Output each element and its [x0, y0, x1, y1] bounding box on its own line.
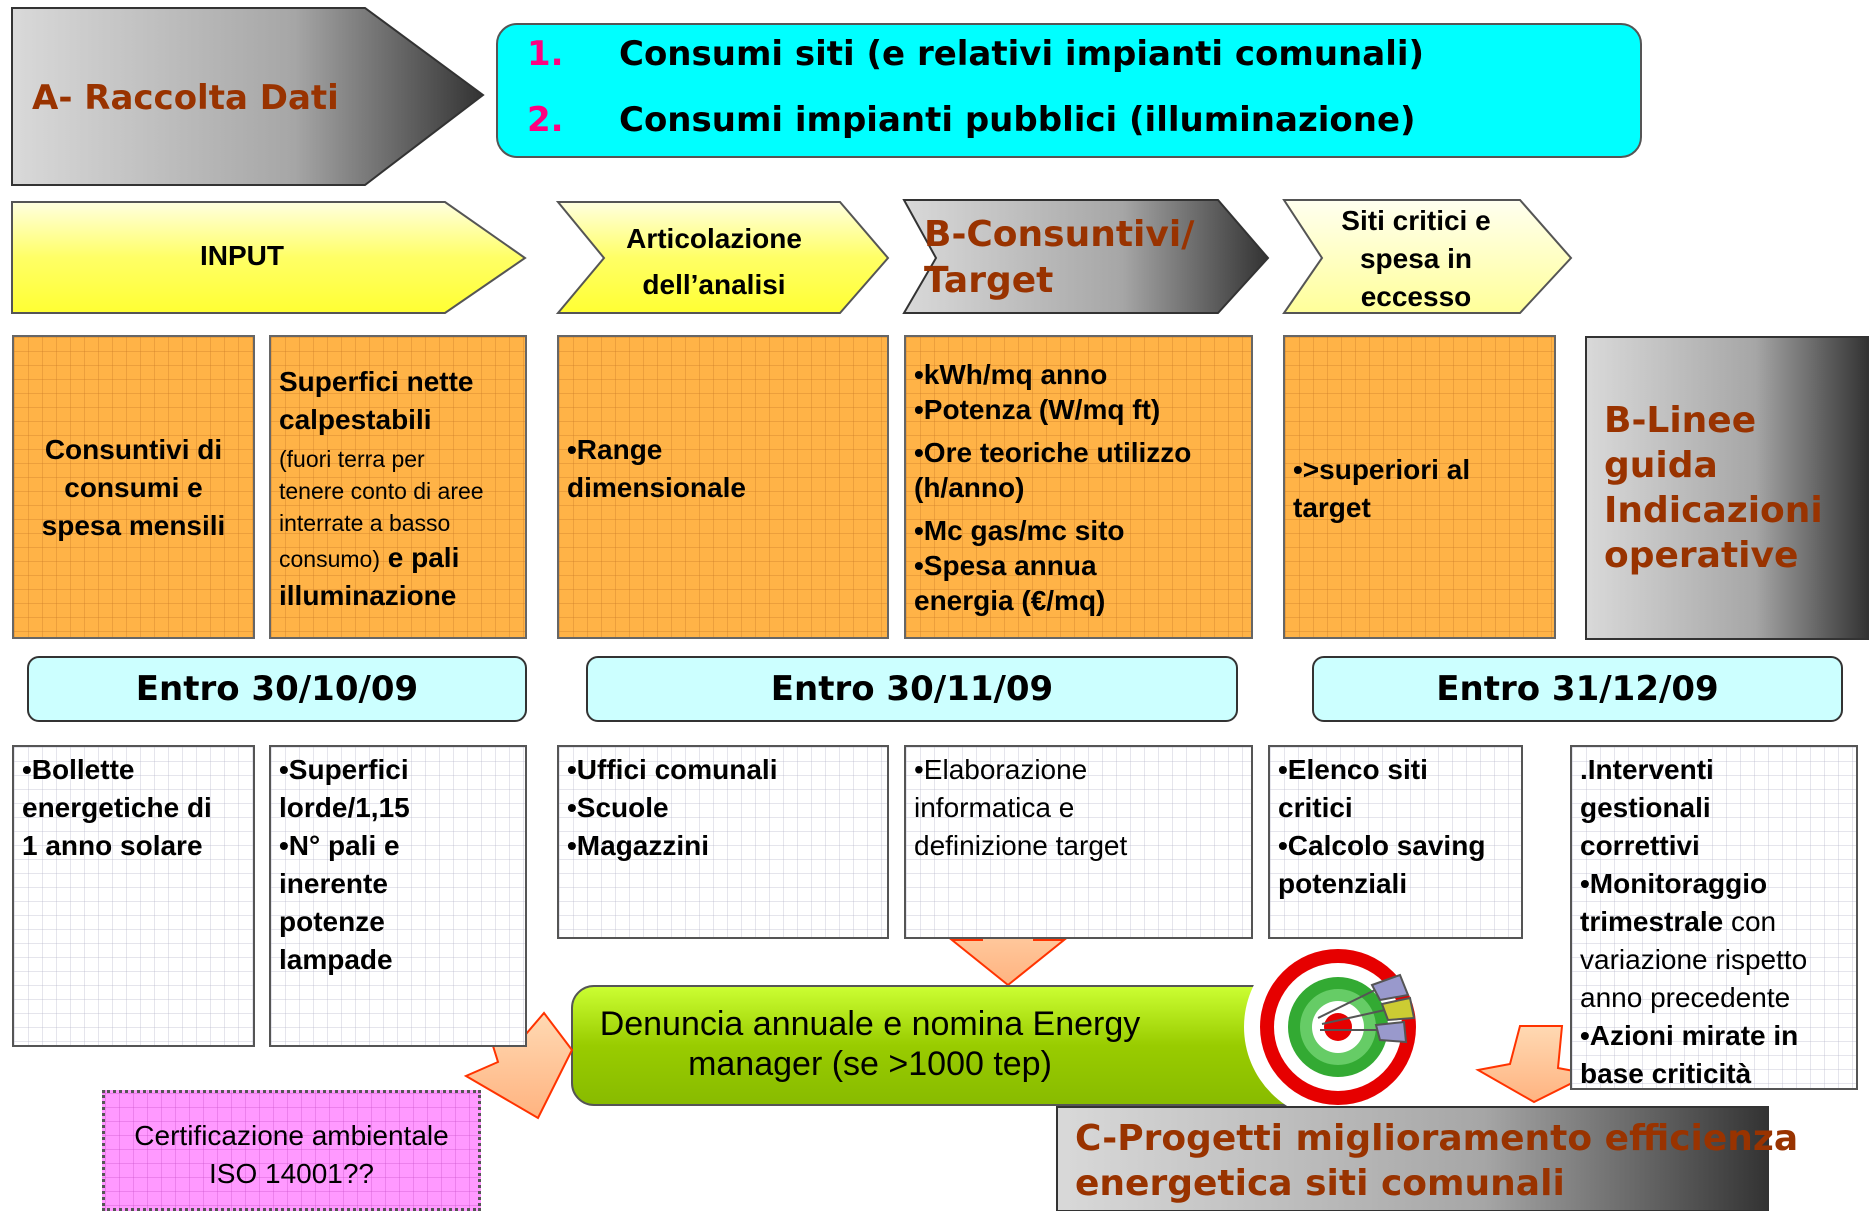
- list-text: Consumi impianti pubblici (illuminazione…: [619, 100, 1416, 140]
- list-number: 1.: [527, 34, 564, 74]
- linee-guida-box: [1585, 336, 1869, 640]
- list-text: Consumi siti (e relativi impianti comuna…: [619, 34, 1425, 74]
- phase-a-arrow: [11, 7, 485, 186]
- projects-box: [1056, 1106, 1769, 1211]
- data-list-box: [496, 23, 1642, 158]
- uffici-box: •Uffici comunali•Scuole•Magazzini: [557, 745, 889, 939]
- consuntivi-chevron: [902, 199, 1270, 314]
- consuntivi-header-label: B-Consuntivi/Target: [924, 214, 1195, 301]
- siti-critici-chevron: [1282, 199, 1573, 314]
- input-header-label: INPUT: [200, 240, 284, 271]
- deadline-1: Entro 30/10/09: [27, 656, 527, 722]
- phase-a-label: A- Raccolta Dati: [32, 78, 339, 118]
- right-down-arrow-icon: [1475, 1025, 1594, 1104]
- data-list-item-1: 1. Consumi siti (e relativi impianti comu…: [527, 34, 1424, 74]
- deadline-2: Entro 30/11/09: [586, 656, 1238, 722]
- data-list-item-2: 2. Consumi impianti pubblici (illuminazio…: [527, 100, 1416, 140]
- articolazione-chevron: [555, 201, 890, 314]
- input-arrow: [11, 201, 527, 314]
- darts-icon: [1317, 973, 1416, 1044]
- interventi-box: .Interventi gestionali correttivi •Monit…: [1570, 745, 1858, 1090]
- list-number: 2.: [527, 100, 564, 140]
- superfici-box: Superfici nette calpestabili (fuori terr…: [269, 335, 527, 639]
- deadline-3: Entro 31/12/09: [1312, 656, 1843, 722]
- target-metrics-box: •kWh/mq anno •Potenza (W/mq ft) •Ore teo…: [904, 335, 1253, 639]
